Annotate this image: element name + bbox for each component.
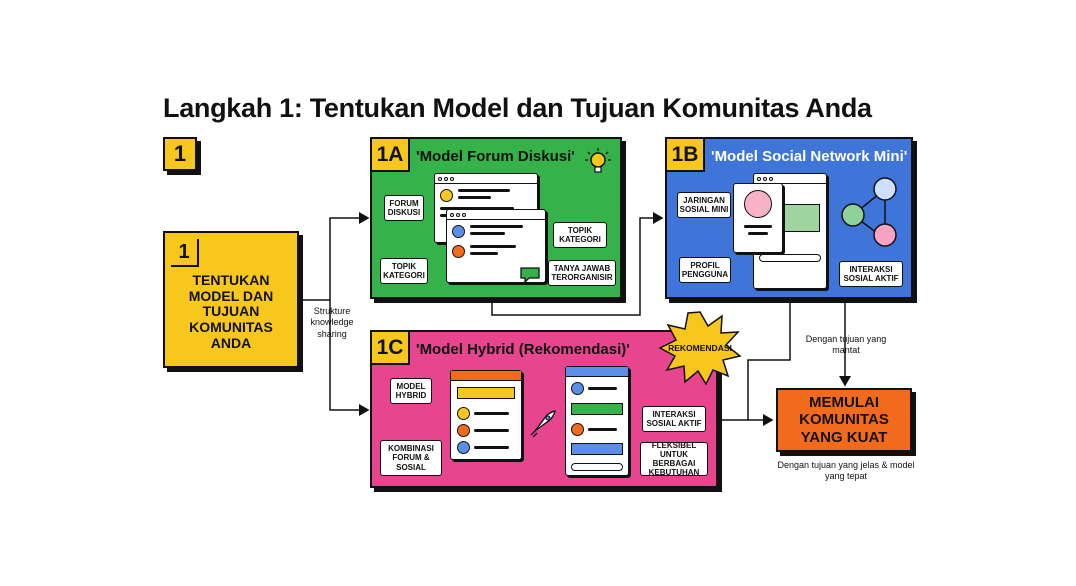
profile-card [733,183,783,253]
label-tanya-jawab: TANYA JAWAB TERORGANISIR [548,260,616,286]
panel-forum-diskusi: 1A 'Model Forum Diskusi' FORUM DISKUSI T… [370,137,622,299]
avatar [440,189,453,202]
panel-c-badge: 1C [372,332,410,365]
label-forum-diskusi: FORUM DISKUSI [384,195,424,221]
label-topik-kategori-right: TOPIK KATEGORI [553,222,607,248]
result-box: MEMULAI KOMUNITAS YANG KUAT [776,388,912,452]
panel-a-badge: 1A [372,139,410,172]
panel-b-badge-text: 1B [671,142,699,166]
hybrid-forum-window [450,370,522,460]
rekomendasi-starburst [658,311,742,386]
avatar [452,225,465,238]
panel-social-network-mini: 1B 'Model Social Network Mini' JARINGAN … [665,137,913,299]
label-kombinasi: KOMBINASI FORUM & SOSIAL [380,440,442,476]
main-step-box: 1 TENTUKAN MODEL DAN TUJUAN KOMUNITAS AN… [163,231,299,368]
connector-label: Strukture knowledge sharing [310,306,354,339]
label-topik-kategori-left: TOPIK KATEGORI [380,258,428,284]
page-title: Langkah 1: Tentukan Model dan Tujuan Kom… [163,93,872,123]
avatar [452,245,465,258]
panel-b-badge: 1B [667,139,705,172]
result-note-below: Dengan tujuan yang jelas & model yang te… [777,460,915,482]
step-number-text: 1 [173,141,187,166]
label-model-hybrid: MODEL HYBRID [390,378,432,404]
hybrid-social-window [565,366,629,476]
panel-a-title: 'Model Forum Diskusi' [416,148,575,165]
main-step-number: 1 [171,239,199,267]
chat-bubble-icon [520,267,540,283]
panel-c-title: 'Model Hybrid (Rekomendasi)' [416,341,630,358]
label-fleksibel: FLEKSIBEL UNTUK BERBAGAI KEBUTUHAN [640,441,708,477]
lightbulb-icon [585,148,611,173]
profile-photo [744,190,772,218]
label-interaksi-sosial-aktif: INTERAKSI SOSIAL AKTIF [642,406,706,432]
result-note-above: Dengan tujuan yang mantat [805,334,887,356]
label-profil-pengguna: PROFIL PENGGUNA [679,257,731,283]
network-graph-icon [841,177,897,247]
panel-b-title: 'Model Social Network Mini' [711,148,908,165]
main-step-text: TENTUKAN MODEL DAN TUJUAN KOMUNITAS ANDA [188,272,274,351]
panel-a-badge-text: 1A [376,142,404,166]
rocket-icon [530,410,556,438]
main-step-number-text: 1 [178,240,190,263]
label-jaringan-sosial: JARINGAN SOSIAL MINI [677,192,731,218]
panel-hybrid: 1C 'Model Hybrid (Rekomendasi)' REKOMEND… [370,311,742,488]
step-number-badge: 1 [163,137,197,171]
label-interaksi-sosial: INTERAKSI SOSIAL AKTIF [839,261,903,287]
panel-c-badge-text: 1C [376,335,404,359]
rekomendasi-text: REKOMENDASI [668,343,732,353]
